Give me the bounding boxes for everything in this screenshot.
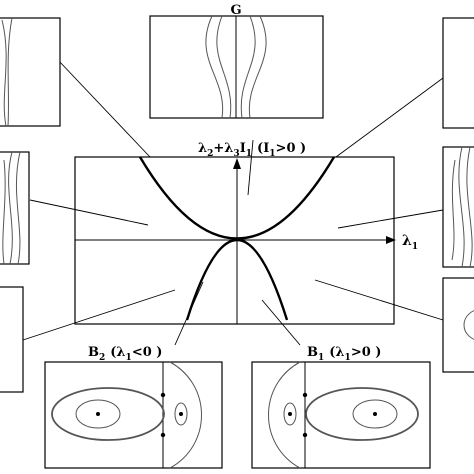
bottom-right-saddle-top	[302, 392, 308, 398]
horizontal-axis-label: λ1	[402, 233, 418, 252]
pointer-upper-left	[57, 59, 151, 158]
top-panel-orbit-1	[205, 15, 224, 119]
lambda1-arrowhead	[386, 236, 396, 244]
bottom-left-label: B2(λ1<0 )	[88, 345, 162, 363]
bottom-right-small-orbit	[283, 402, 297, 426]
top-panel-orbit-2	[216, 15, 232, 119]
mid-left-orbit-3	[2, 159, 6, 265]
pointer-bottom-right	[261, 299, 301, 346]
pointer-low-right	[314, 279, 444, 321]
bottom-right-center-dot	[373, 412, 377, 416]
mid-right-panel	[442, 146, 474, 268]
low-right-panel	[442, 277, 474, 373]
bottom-left-panel	[44, 361, 223, 469]
mid-right-orbit-1	[458, 146, 465, 268]
lower-bifurcation-curve	[185, 239, 289, 321]
pointer-mid-right	[337, 209, 444, 229]
upper-bifurcation-curve	[138, 156, 336, 240]
upper-right-panel	[442, 17, 474, 129]
bottom-right-outer-loop	[305, 387, 419, 441]
bottom-left-small-orbit	[174, 402, 188, 426]
bottom-left-inner-orbit	[75, 399, 121, 429]
mid-right-orbit-3	[451, 159, 456, 261]
upper-left-orbit-1	[7, 17, 13, 127]
vertical-axis-label: λ2+λ3I1(I1>0 )	[198, 141, 306, 159]
low-right-orbit	[463, 310, 474, 340]
bottom-right-panel	[251, 361, 431, 469]
bottom-right-label: B1(λ1>0 )	[307, 345, 381, 363]
low-left-panel	[0, 286, 24, 393]
top-panel-orbit-3	[248, 15, 267, 119]
bottom-left-center-dot	[96, 412, 100, 416]
upper-left-panel	[0, 17, 61, 127]
bottom-right-outer-orbit	[268, 361, 301, 469]
top-panel-orbit-4	[240, 15, 256, 119]
vertical-arrowhead	[233, 158, 241, 169]
upper-left-orbit-2	[1, 19, 7, 127]
pointer-top	[247, 139, 254, 196]
bottom-left-outer-orbit	[169, 361, 202, 469]
pointer-upper-right	[335, 77, 444, 158]
bottom-right-small-dot	[288, 412, 292, 416]
top-panel-label: G	[230, 3, 241, 18]
pointer-low-left	[22, 289, 176, 341]
pointer-mid-left	[29, 199, 149, 226]
bottom-left-saddle-top	[160, 392, 166, 398]
bottom-right-inner-orbit	[352, 399, 398, 429]
bottom-left-outer-loop	[51, 387, 165, 441]
pointer-bottom-left	[174, 281, 204, 346]
bottom-left-small-dot	[179, 412, 183, 416]
mid-right-orbit-2	[466, 146, 473, 268]
mid-left-orbit-2	[15, 151, 21, 265]
bottom-right-saddle-bottom	[302, 432, 308, 438]
mid-left-orbit-1	[8, 151, 13, 265]
bottom-left-saddle-bottom	[160, 432, 166, 438]
